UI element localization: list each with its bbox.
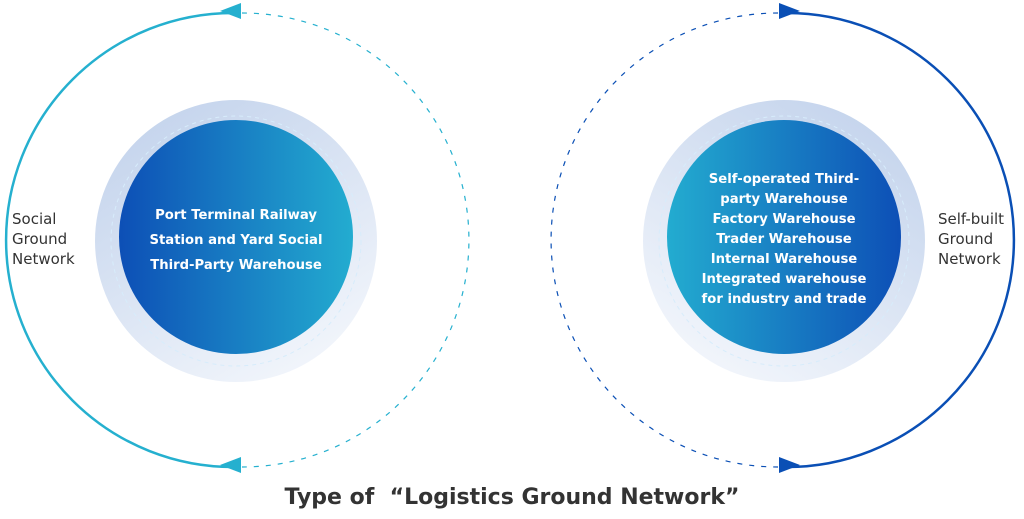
label-line: Ground	[12, 230, 68, 248]
label-line: Social	[12, 210, 57, 228]
core-line: Self-operated Third-	[708, 172, 860, 187]
core-line: Integrated warehouse	[701, 272, 867, 287]
selfbuilt-arrow-bottom-icon	[779, 457, 800, 473]
core-line: party Warehouse	[720, 192, 848, 207]
label-line: Ground	[938, 230, 994, 248]
social-network-label: Social Ground Network	[12, 209, 75, 269]
selfbuilt-solid-arc	[786, 11, 1016, 469]
core-line: Station and Yard Social	[149, 233, 323, 248]
social-solid-arc	[4, 11, 234, 469]
selfbuilt-network-label: Self-built Ground Network	[938, 209, 1004, 269]
core-line: Internal Warehouse	[710, 252, 858, 267]
social-halo-dashed-ring	[110, 115, 362, 367]
social-dashed-arc	[241, 12, 470, 468]
social-arrow-bottom-icon	[220, 457, 241, 473]
social-core-text: Port Terminal Railway Station and Yard S…	[118, 203, 354, 278]
selfbuilt-halo-dashed-ring	[658, 115, 910, 367]
social-arrow-top-icon	[220, 3, 241, 19]
social-core-circle	[119, 120, 353, 354]
selfbuilt-dashed-arc	[550, 12, 779, 468]
label-line: Network	[12, 250, 75, 268]
label-line: Network	[938, 250, 1001, 268]
core-line: Port Terminal Railway	[155, 208, 317, 223]
core-line: Factory Warehouse	[712, 212, 856, 227]
core-line: for industry and trade	[701, 292, 867, 307]
core-line: Third-Party Warehouse	[150, 258, 322, 273]
core-line: Trader Warehouse	[716, 232, 852, 247]
social-network-group	[4, 3, 470, 473]
selfbuilt-core-circle	[667, 120, 901, 354]
diagram-title: Type of “Logistics Ground Network”	[284, 485, 740, 510]
selfbuilt-core-text: Self-operated Third- party Warehouse Fac…	[666, 170, 902, 310]
selfbuilt-arrow-top-icon	[779, 3, 800, 19]
label-line: Self-built	[938, 210, 1005, 228]
selfbuilt-network-group	[550, 3, 1016, 473]
